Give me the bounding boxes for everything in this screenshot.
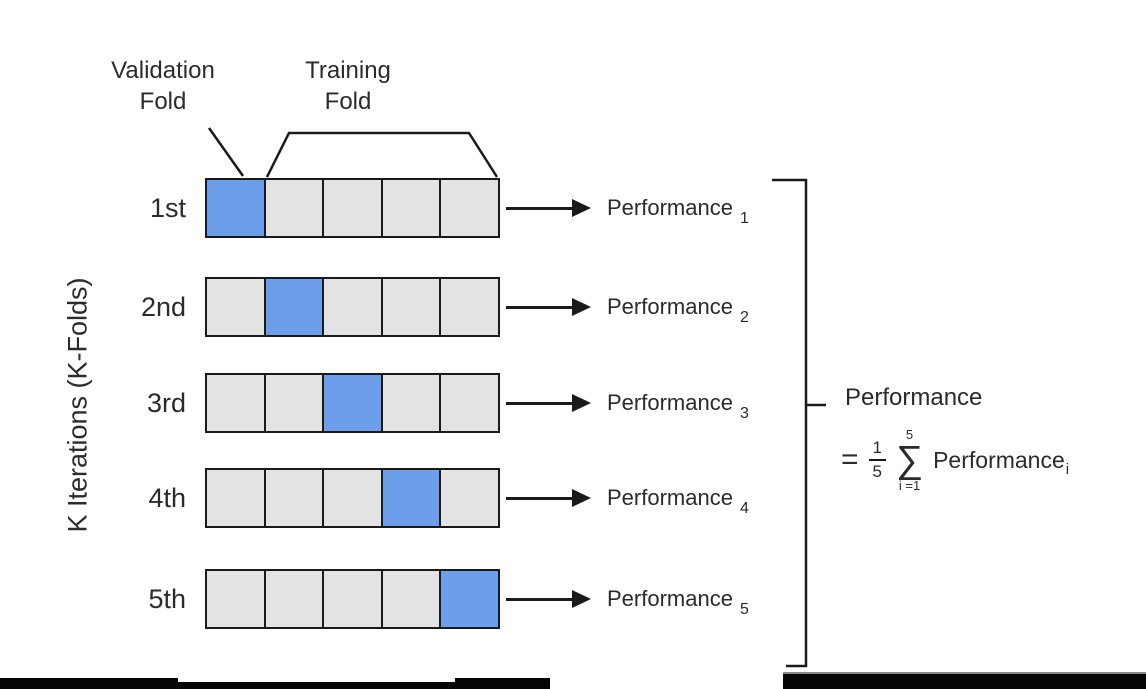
arrow-right-icon bbox=[506, 277, 598, 337]
arrow-head bbox=[572, 489, 591, 507]
iteration-label: 2nd bbox=[140, 292, 186, 322]
training-fold-cell bbox=[439, 178, 500, 238]
performance-label: Performance 4 bbox=[607, 468, 749, 528]
arrow-head bbox=[572, 298, 591, 316]
arrow-shaft bbox=[506, 206, 574, 210]
training-fold-label: Training Fold bbox=[263, 55, 433, 117]
fold-row-1st: 1st Performance 1 bbox=[0, 178, 1146, 238]
training-fold-cell bbox=[439, 373, 500, 433]
validation-fold-cell bbox=[205, 178, 266, 238]
iteration-label: 5th bbox=[148, 584, 186, 614]
validation-fold-cell bbox=[322, 373, 383, 433]
fold-row-2nd: 2nd Performance 2 bbox=[0, 277, 1146, 337]
training-fold-cell bbox=[322, 277, 383, 337]
training-fold-label-line2: Fold bbox=[324, 88, 372, 115]
training-fold-cell bbox=[205, 569, 266, 629]
average-performance-formula: = 1 5 5 ∑ i =1 Performancei bbox=[841, 427, 1069, 493]
summation-term-subscript: i bbox=[1065, 460, 1070, 478]
iteration-label: 4th bbox=[148, 483, 186, 513]
fold-strip bbox=[205, 373, 500, 433]
fold-strip bbox=[205, 178, 500, 238]
training-fold-label-line1: Training bbox=[305, 57, 391, 84]
validation-fold-pointer-line bbox=[207, 127, 245, 177]
average-performance-label: Performance bbox=[845, 384, 983, 411]
training-fold-brace bbox=[265, 131, 499, 178]
training-fold-cell bbox=[263, 468, 325, 528]
summation-upper-limit: 5 bbox=[905, 427, 914, 442]
arrow-shaft bbox=[506, 496, 574, 500]
letterbox-bar-4 bbox=[783, 672, 1146, 689]
validation-fold-label-line2: Fold bbox=[139, 88, 187, 115]
training-fold-cell bbox=[439, 277, 500, 337]
validation-fold-cell bbox=[380, 468, 442, 528]
training-fold-cell bbox=[322, 468, 383, 528]
training-fold-cell bbox=[380, 373, 442, 433]
performance-subscript: 2 bbox=[739, 309, 749, 326]
letterbox-bar-2 bbox=[178, 682, 455, 689]
sigma-icon: ∑ bbox=[896, 439, 924, 481]
training-fold-cell bbox=[380, 569, 442, 629]
training-fold-cell bbox=[263, 178, 325, 238]
performance-subscript: 3 bbox=[739, 405, 749, 422]
validation-fold-label: Validation Fold bbox=[78, 55, 248, 117]
performance-label-text: Performance bbox=[607, 195, 733, 220]
fold-row-3rd: 3rd Performance 3 bbox=[0, 373, 1146, 433]
iteration-label: 3rd bbox=[146, 388, 186, 418]
training-fold-cell bbox=[322, 569, 383, 629]
validation-fold-cell bbox=[439, 569, 500, 629]
fold-row-4th: 4th Performance 4 bbox=[0, 468, 1146, 528]
letterbox-bar-1 bbox=[0, 678, 178, 689]
training-fold-cell bbox=[322, 178, 383, 238]
summation: 5 ∑ i =1 bbox=[896, 427, 923, 493]
arrow-shaft bbox=[506, 305, 574, 309]
training-fold-cell bbox=[263, 373, 325, 433]
performance-label: Performance 1 bbox=[607, 178, 749, 238]
equals-sign: = bbox=[841, 443, 859, 476]
arrow-head bbox=[572, 590, 591, 608]
performance-label-text: Performance bbox=[607, 390, 733, 415]
arrow-shaft bbox=[506, 597, 574, 601]
training-fold-cell bbox=[380, 178, 442, 238]
arrow-right-icon bbox=[506, 178, 598, 238]
summation-term: Performancei bbox=[933, 446, 1069, 478]
arrow-shaft bbox=[506, 401, 574, 405]
performance-subscript: 5 bbox=[739, 601, 749, 618]
summation-term-text: Performance bbox=[933, 446, 1065, 473]
fraction: 1 5 bbox=[868, 438, 886, 482]
arrow-right-icon bbox=[506, 468, 598, 528]
training-fold-cell bbox=[263, 569, 325, 629]
training-fold-cell bbox=[205, 373, 266, 433]
training-fold-cell bbox=[205, 468, 266, 528]
arrow-head bbox=[572, 394, 591, 412]
fold-strip bbox=[205, 569, 500, 629]
summation-lower-limit: i =1 bbox=[898, 478, 921, 493]
arrow-right-icon bbox=[506, 373, 598, 433]
performance-subscript: 4 bbox=[739, 500, 749, 517]
performance-label: Performance 5 bbox=[607, 569, 749, 629]
performance-label-text: Performance bbox=[607, 294, 733, 319]
performance-label: Performance 2 bbox=[607, 277, 749, 337]
training-fold-cell bbox=[439, 468, 500, 528]
fraction-numerator: 1 bbox=[868, 438, 886, 461]
validation-fold-cell bbox=[263, 277, 325, 337]
validation-fold-label-line1: Validation bbox=[111, 57, 215, 84]
performance-label: Performance 3 bbox=[607, 373, 749, 433]
fraction-denominator: 5 bbox=[872, 462, 882, 481]
iteration-label: 1st bbox=[149, 193, 186, 223]
training-fold-cell bbox=[380, 277, 442, 337]
arrow-right-icon bbox=[506, 569, 598, 629]
arrow-head bbox=[572, 199, 591, 217]
fold-strip bbox=[205, 277, 500, 337]
performance-label-text: Performance bbox=[607, 485, 733, 510]
fold-strip bbox=[205, 468, 500, 528]
performance-label-text: Performance bbox=[607, 586, 733, 611]
training-fold-cell bbox=[205, 277, 266, 337]
performance-subscript: 1 bbox=[739, 210, 749, 227]
fold-row-5th: 5th Performance 5 bbox=[0, 569, 1146, 629]
letterbox-bar-3 bbox=[455, 678, 550, 689]
